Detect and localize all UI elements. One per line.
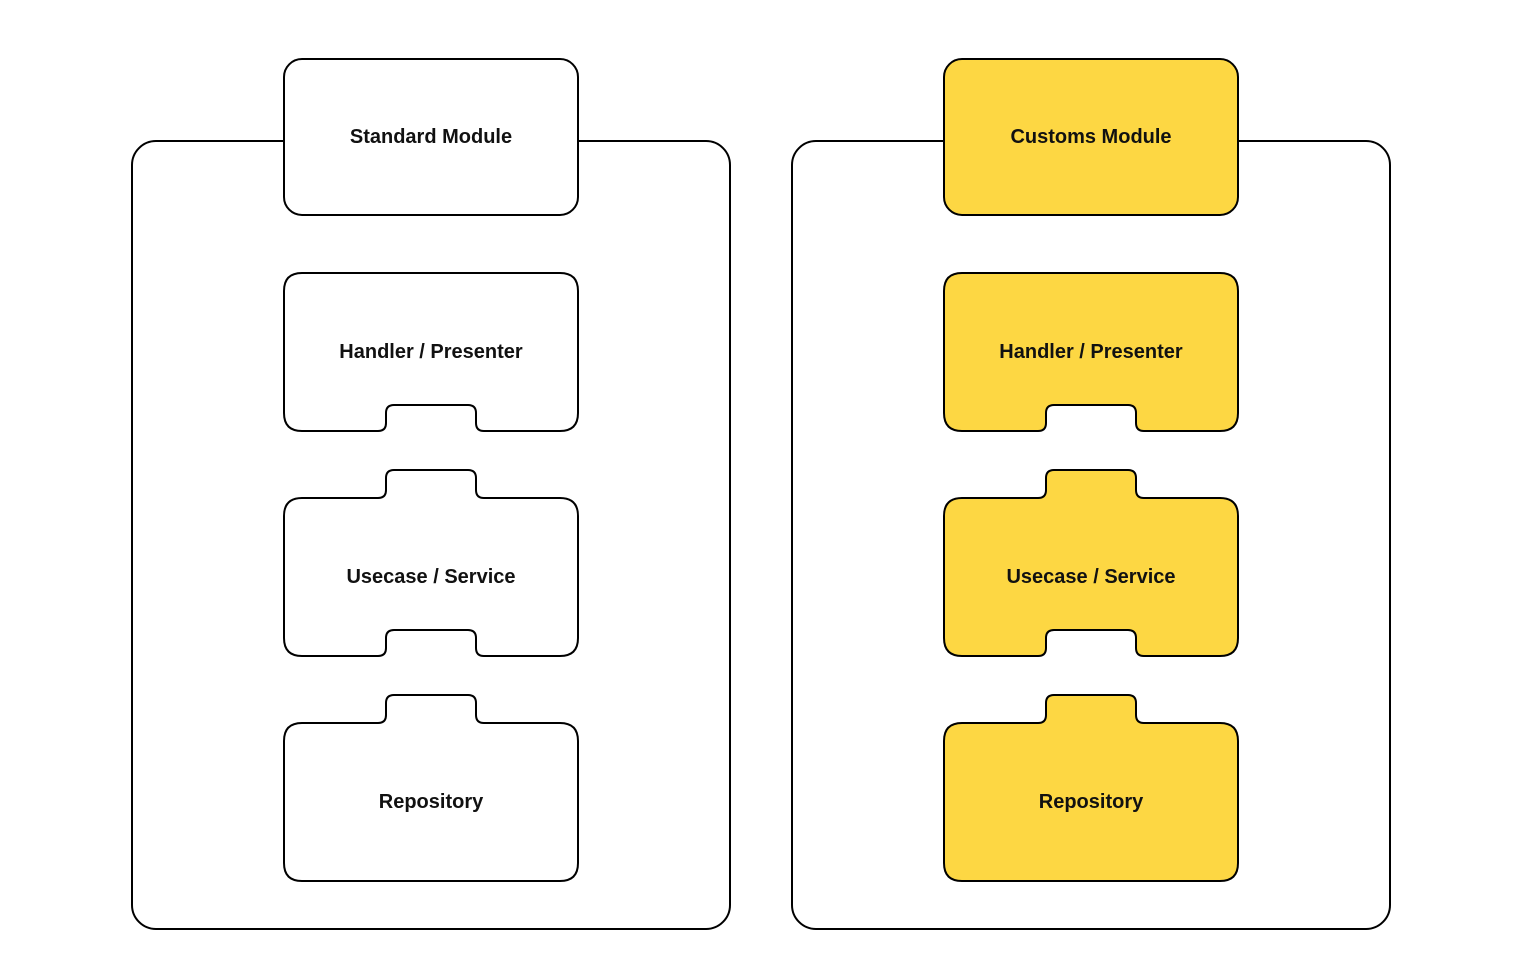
puzzle-piece-tab-top-notch-bottom — [943, 469, 1239, 657]
puzzle-piece-path — [283, 272, 579, 432]
puzzle-piece-tab-top — [943, 694, 1239, 882]
puzzle-piece-path — [943, 469, 1239, 657]
standard-module-group: Standard Module Handler / Presenter Usec… — [131, 58, 731, 932]
puzzle-piece-notch-bottom — [943, 272, 1239, 432]
standard-usecase-service-label: Usecase / Service — [346, 565, 516, 588]
puzzle-piece-path — [943, 694, 1239, 882]
customs-module-title-rect — [943, 58, 1239, 216]
standard-module-title-rect — [283, 58, 579, 216]
puzzle-piece-tab-top-notch-bottom — [283, 469, 579, 657]
customs-repository-label: Repository — [1038, 790, 1144, 813]
puzzle-piece-path — [283, 469, 579, 657]
customs-module-title: Customs Module — [1010, 125, 1172, 148]
customs-module-group: Customs Module Handler / Presenter Useca… — [791, 58, 1391, 932]
customs-block-handler-presenter: Handler / Presenter — [943, 272, 1239, 432]
customs-module-title-box: Customs Module — [943, 58, 1239, 216]
standard-handler-presenter-label: Handler / Presenter — [339, 340, 523, 363]
puzzle-piece-tab-top — [283, 694, 579, 882]
standard-block-usecase-service: Usecase / Service — [283, 469, 579, 657]
standard-module-title: Standard Module — [349, 125, 513, 148]
customs-block-usecase-service: Usecase / Service — [943, 469, 1239, 657]
customs-handler-presenter-label: Handler / Presenter — [999, 340, 1183, 363]
customs-module-title-shape — [943, 58, 1239, 216]
customs-block-repository: Repository — [943, 694, 1239, 882]
standard-block-handler-presenter: Handler / Presenter — [283, 272, 579, 432]
standard-repository-label: Repository — [378, 790, 484, 813]
puzzle-piece-path — [283, 694, 579, 882]
puzzle-piece-path — [943, 272, 1239, 432]
standard-block-repository: Repository — [283, 694, 579, 882]
standard-module-title-shape — [283, 58, 579, 216]
customs-usecase-service-label: Usecase / Service — [1006, 565, 1176, 588]
standard-module-title-box: Standard Module — [283, 58, 579, 216]
puzzle-piece-notch-bottom — [283, 272, 579, 432]
